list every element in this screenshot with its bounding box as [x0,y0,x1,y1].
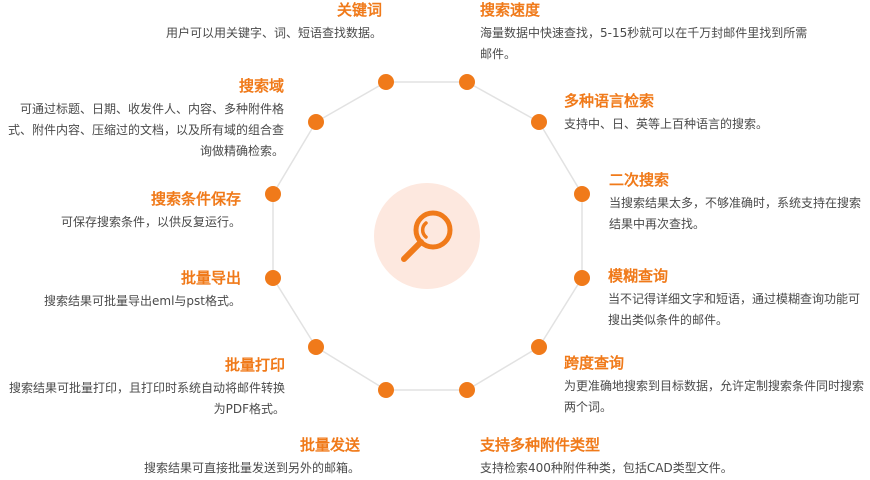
feature-desc: 支持检索400种附件种类，包括CAD类型文件。 [480,461,733,475]
feature-attachment-types: 支持多种附件类型 支持检索400种附件种类，包括CAD类型文件。 [480,435,810,479]
ring-node [265,270,281,286]
ring-node [265,186,281,202]
ring-node [531,114,547,130]
feature-desc: 搜索结果可批量打印，且打印时系统自动将邮件转换为PDF格式。 [8,381,285,416]
feature-title: 关键词 [336,1,382,19]
ring-node [378,382,394,398]
feature-desc: 可保存搜索条件，以供反复运行。 [60,215,241,229]
ring-node [531,339,547,355]
feature-title: 批量导出 [180,269,241,287]
feature-desc: 为更准确地搜索到目标数据，允许定制搜索条件同时搜索两个词。 [564,379,865,414]
feature-title: 跨度查询 [564,354,625,372]
feature-title: 搜索域 [238,77,284,95]
ring-node [378,74,394,90]
ring-node [574,270,590,286]
feature-title: 支持多种附件类型 [480,436,601,454]
feature-save-conditions: 搜索条件保存 可保存搜索条件，以供反复运行。 [20,189,241,233]
search-magnifier-icon [401,210,453,262]
feature-desc: 当搜索结果太多，不够准确时，系统支持在搜索结果中再次查找。 [609,196,862,231]
feature-desc: 可通过标题、日期、收发件人、内容、多种附件格式、附件内容、压缩过的文档，以及所有… [8,102,285,158]
ring-node [574,186,590,202]
feature-desc: 搜索结果可直接批量发送到另外的邮箱。 [143,461,360,475]
ring-node [459,74,475,90]
feature-batch-export: 批量导出 搜索结果可批量导出eml与pst格式。 [10,268,241,312]
feature-desc: 支持中、日、英等上百种语言的搜索。 [564,117,769,131]
feature-title: 二次搜索 [609,171,670,189]
feature-search-speed: 搜索速度 海量数据中快速查找，5-15秒就可以在千万封邮件里找到所需邮件。 [480,0,810,65]
feature-desc: 海量数据中快速查找，5-15秒就可以在千万封邮件里找到所需邮件。 [480,26,808,61]
feature-title: 模糊查询 [608,267,669,285]
feature-title: 多种语言检索 [564,92,655,110]
feature-keyword: 关键词 用户可以用关键字、词、短语查找数据。 [60,0,382,44]
feature-desc: 当不记得详细文字和短语，通过模糊查询功能可搜出类似条件的邮件。 [608,292,861,327]
feature-title: 搜索条件保存 [150,190,241,208]
feature-search-domain: 搜索域 可通过标题、日期、收发件人、内容、多种附件格式、附件内容、压缩过的文档，… [8,76,284,162]
feature-title: 搜索速度 [480,1,541,19]
feature-desc: 搜索结果可批量导出eml与pst格式。 [44,294,241,308]
feature-title: 批量打印 [224,356,285,374]
feature-batch-print: 批量打印 搜索结果可批量打印，且打印时系统自动将邮件转换为PDF格式。 [0,355,285,420]
ring-node [308,339,324,355]
feature-multi-language: 多种语言检索 支持中、日、英等上百种语言的搜索。 [564,91,834,135]
feature-fuzzy-query: 模糊查询 当不记得详细文字和短语，通过模糊查询功能可搜出类似条件的邮件。 [608,266,864,331]
ring-node [459,382,475,398]
feature-title: 批量发送 [299,436,360,454]
ring-node [308,114,324,130]
feature-span-query: 跨度查询 为更准确地搜索到目标数据，允许定制搜索条件同时搜索两个词。 [564,353,864,418]
feature-desc: 用户可以用关键字、词、短语查找数据。 [165,26,382,40]
center-search-badge [374,183,480,289]
feature-batch-send: 批量发送 搜索结果可直接批量发送到另外的邮箱。 [60,435,360,479]
feature-secondary-search: 二次搜索 当搜索结果太多，不够准确时，系统支持在搜索结果中再次查找。 [609,170,865,235]
